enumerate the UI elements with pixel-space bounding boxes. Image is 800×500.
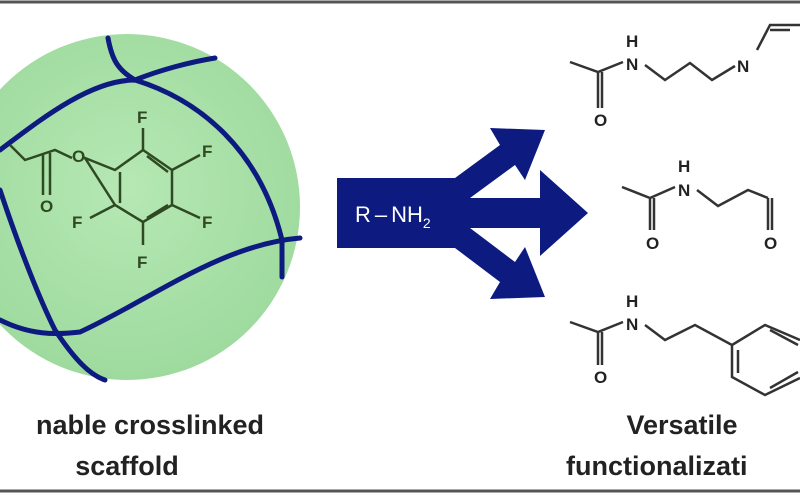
product-2-o: O xyxy=(646,234,659,253)
product-1-ring-n: N xyxy=(737,57,749,76)
product-3-h: H xyxy=(626,292,638,311)
branching-arrow xyxy=(337,128,588,299)
reagent-r: R xyxy=(355,202,371,227)
products-caption-line2: functionalizati xyxy=(566,451,748,481)
products-caption-line1: Versatile xyxy=(626,410,737,440)
svg-text:R–NH2: R–NH2 xyxy=(355,202,431,231)
product-structures xyxy=(569,23,800,397)
ester-oxygen-label: O xyxy=(72,147,85,166)
fluorine-label: F xyxy=(72,213,82,232)
scaffold-bead xyxy=(0,34,300,380)
reagent-subscript: 2 xyxy=(423,215,431,231)
fluorine-label: F xyxy=(137,253,147,272)
product-2-h: H xyxy=(678,157,690,176)
product-3-o: O xyxy=(594,368,607,387)
scaffold-caption-line2: scaffold xyxy=(75,451,179,481)
reagent-amine: NH xyxy=(391,202,423,227)
fluorine-label: F xyxy=(202,142,212,161)
product-1-h: H xyxy=(626,32,638,51)
product-1-o: O xyxy=(594,111,607,130)
carbonyl-oxygen-label: O xyxy=(40,197,53,216)
product-2-o2: O xyxy=(764,234,777,253)
pfp-ester-structure xyxy=(9,128,201,245)
polymer-chains xyxy=(0,35,303,383)
product-2-n: N xyxy=(678,181,690,200)
fluorine-label: F xyxy=(137,108,147,127)
scaffold-caption-line1: nable crosslinked xyxy=(36,410,264,440)
product-1-n: N xyxy=(626,55,638,74)
fluorine-label: F xyxy=(202,213,212,232)
product-3-n: N xyxy=(626,315,638,334)
